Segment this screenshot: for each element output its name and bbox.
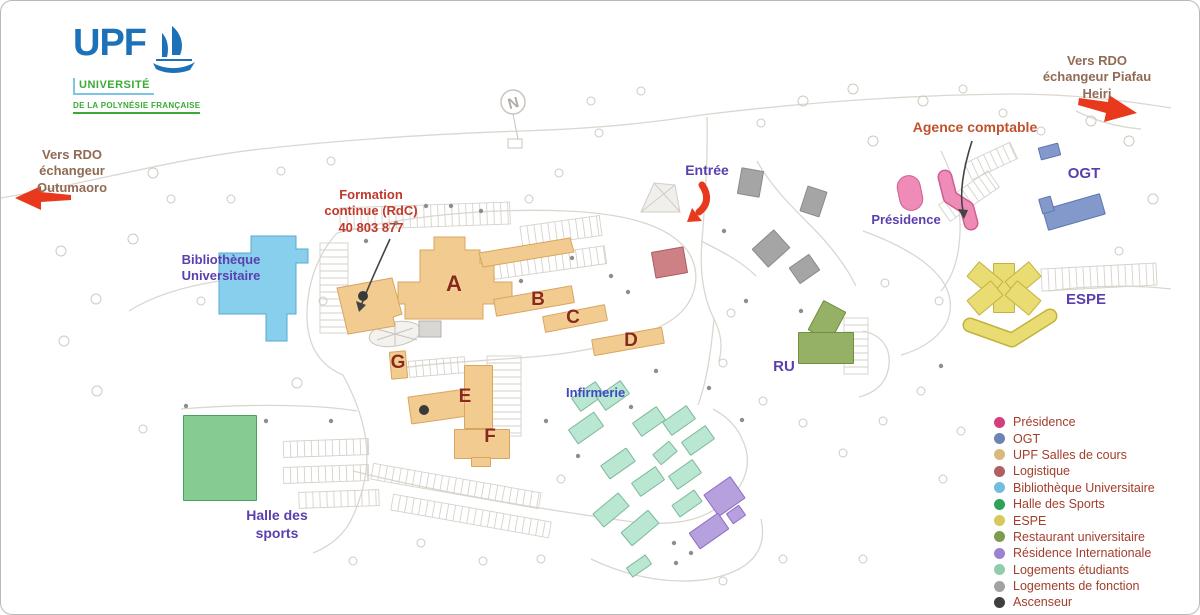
- arrow-vers-piafau: [1078, 95, 1137, 122]
- building-letter-E: E: [458, 386, 472, 407]
- upf-logo-acronym: UPF: [73, 22, 147, 64]
- pointer-arrowheads: [356, 209, 968, 312]
- legend-label: Ascenseur: [1013, 595, 1073, 610]
- logistique-building: [650, 245, 688, 279]
- legend-label: Logements de fonction: [1013, 579, 1140, 594]
- legend-item: Logements étudiants: [994, 562, 1155, 578]
- legend-label: OGT: [1013, 431, 1041, 446]
- ogt-label: OGT: [1067, 165, 1101, 182]
- legend-item: Ascenseur: [994, 594, 1155, 610]
- batiment-a-west-wing: [336, 277, 403, 335]
- legend-item: UPF Salles de cours: [994, 447, 1155, 463]
- upf-logo-line2: DE LA POLYNÉSIE FRANÇAISE: [73, 101, 201, 114]
- upf-logo: UPF UNIVERSITÉ DE LA POLYNÉSIE FRANÇAISE: [73, 22, 201, 114]
- compass-north: N: [500, 89, 526, 149]
- legend-label: Logistique: [1013, 464, 1070, 479]
- legend-item: Halle des Sports: [994, 496, 1155, 512]
- batiment-f: [454, 429, 510, 459]
- legend-dot-bu: [994, 482, 1005, 494]
- legend-dot-logistique: [994, 465, 1005, 477]
- legend-dot-etudiants: [994, 564, 1005, 576]
- infirmerie-label: Infirmerie: [566, 385, 626, 400]
- legend-item: Logements de fonction: [994, 578, 1155, 594]
- legend-label: ESPE: [1013, 513, 1047, 528]
- arrow-entree-shaft: [695, 181, 710, 216]
- batiment-a-east-wing: [478, 237, 575, 268]
- trees-layer: [55, 83, 1159, 586]
- legend-dot-salles: [994, 449, 1005, 461]
- legend-label: UPF Salles de cours: [1013, 447, 1127, 462]
- logement-fonction-1: [736, 166, 764, 198]
- espe-label: ESPE: [1065, 291, 1107, 308]
- building-letter-C: C: [566, 307, 580, 328]
- legend-item: Logistique: [994, 463, 1155, 479]
- legend-item: Présidence: [994, 414, 1155, 430]
- legend-item: Restaurant universitaire: [994, 529, 1155, 545]
- legend-item: ESPE: [994, 512, 1155, 528]
- ascenseur-batiment-e: [419, 405, 429, 415]
- legend-dot-residence: [994, 547, 1005, 559]
- parking-layer: [282, 141, 1158, 539]
- agence-comptable-building-fill: [939, 171, 977, 229]
- upf-logo-line1: UNIVERSITÉ: [73, 78, 155, 95]
- arrow-entree-head: [687, 208, 702, 222]
- legend-dot-presidence: [994, 416, 1005, 428]
- building-letter-B: B: [531, 289, 545, 310]
- legend-dot-ru: [994, 531, 1005, 543]
- batiment-f-tab: [471, 457, 491, 467]
- legend-label: Bibliothèque Universitaire: [1013, 480, 1155, 495]
- legend-item: Bibliothèque Universitaire: [994, 480, 1155, 496]
- bibliotheque-universitaire-building: [218, 235, 309, 342]
- legend-label: Logements étudiants: [1013, 562, 1130, 577]
- batiment-a-building: [397, 236, 513, 320]
- entrance-canopy: [640, 182, 681, 213]
- ru-label: RU: [773, 358, 795, 375]
- legend-dot-ascenseur: [994, 596, 1005, 608]
- legend-item: OGT: [994, 430, 1155, 446]
- arrow-agence-comptable: [960, 140, 973, 212]
- compass-letter: N: [506, 94, 521, 113]
- legend-dot-fonction: [994, 580, 1005, 592]
- legend-dot-espe: [994, 515, 1005, 527]
- sailboat-icon: [153, 26, 195, 73]
- ru-main: [798, 332, 854, 364]
- arrow-vers-outumaoro: [15, 186, 71, 210]
- legend-label: Présidence: [1013, 415, 1076, 430]
- espe-curved-building-fill: [964, 310, 1056, 346]
- building-letter-F: F: [484, 426, 496, 447]
- halle-des-sports-building: [183, 415, 257, 501]
- ascenseur-batiment-a: [358, 291, 368, 301]
- building-letter-A: A: [446, 271, 462, 296]
- legend-dot-halle: [994, 498, 1005, 510]
- legend-label: Résidence Internationale: [1013, 546, 1152, 561]
- legend-label: Restaurant universitaire: [1013, 529, 1146, 544]
- building-letter-G: G: [390, 352, 406, 373]
- legend-item: Résidence Internationale: [994, 545, 1155, 561]
- legend-label: Halle des Sports: [1013, 497, 1105, 512]
- agence-comptable-label: Agence comptable: [912, 119, 1038, 135]
- entree-label: Entrée: [685, 162, 729, 178]
- legend-dot-ogt: [994, 433, 1005, 445]
- halle-des-sports-label: Halle des sports: [246, 507, 308, 541]
- red-arrows: [15, 95, 1137, 222]
- batiment-e-col: [463, 365, 493, 429]
- building-letter-D: D: [624, 330, 638, 351]
- presidence-label: Présidence: [871, 212, 941, 227]
